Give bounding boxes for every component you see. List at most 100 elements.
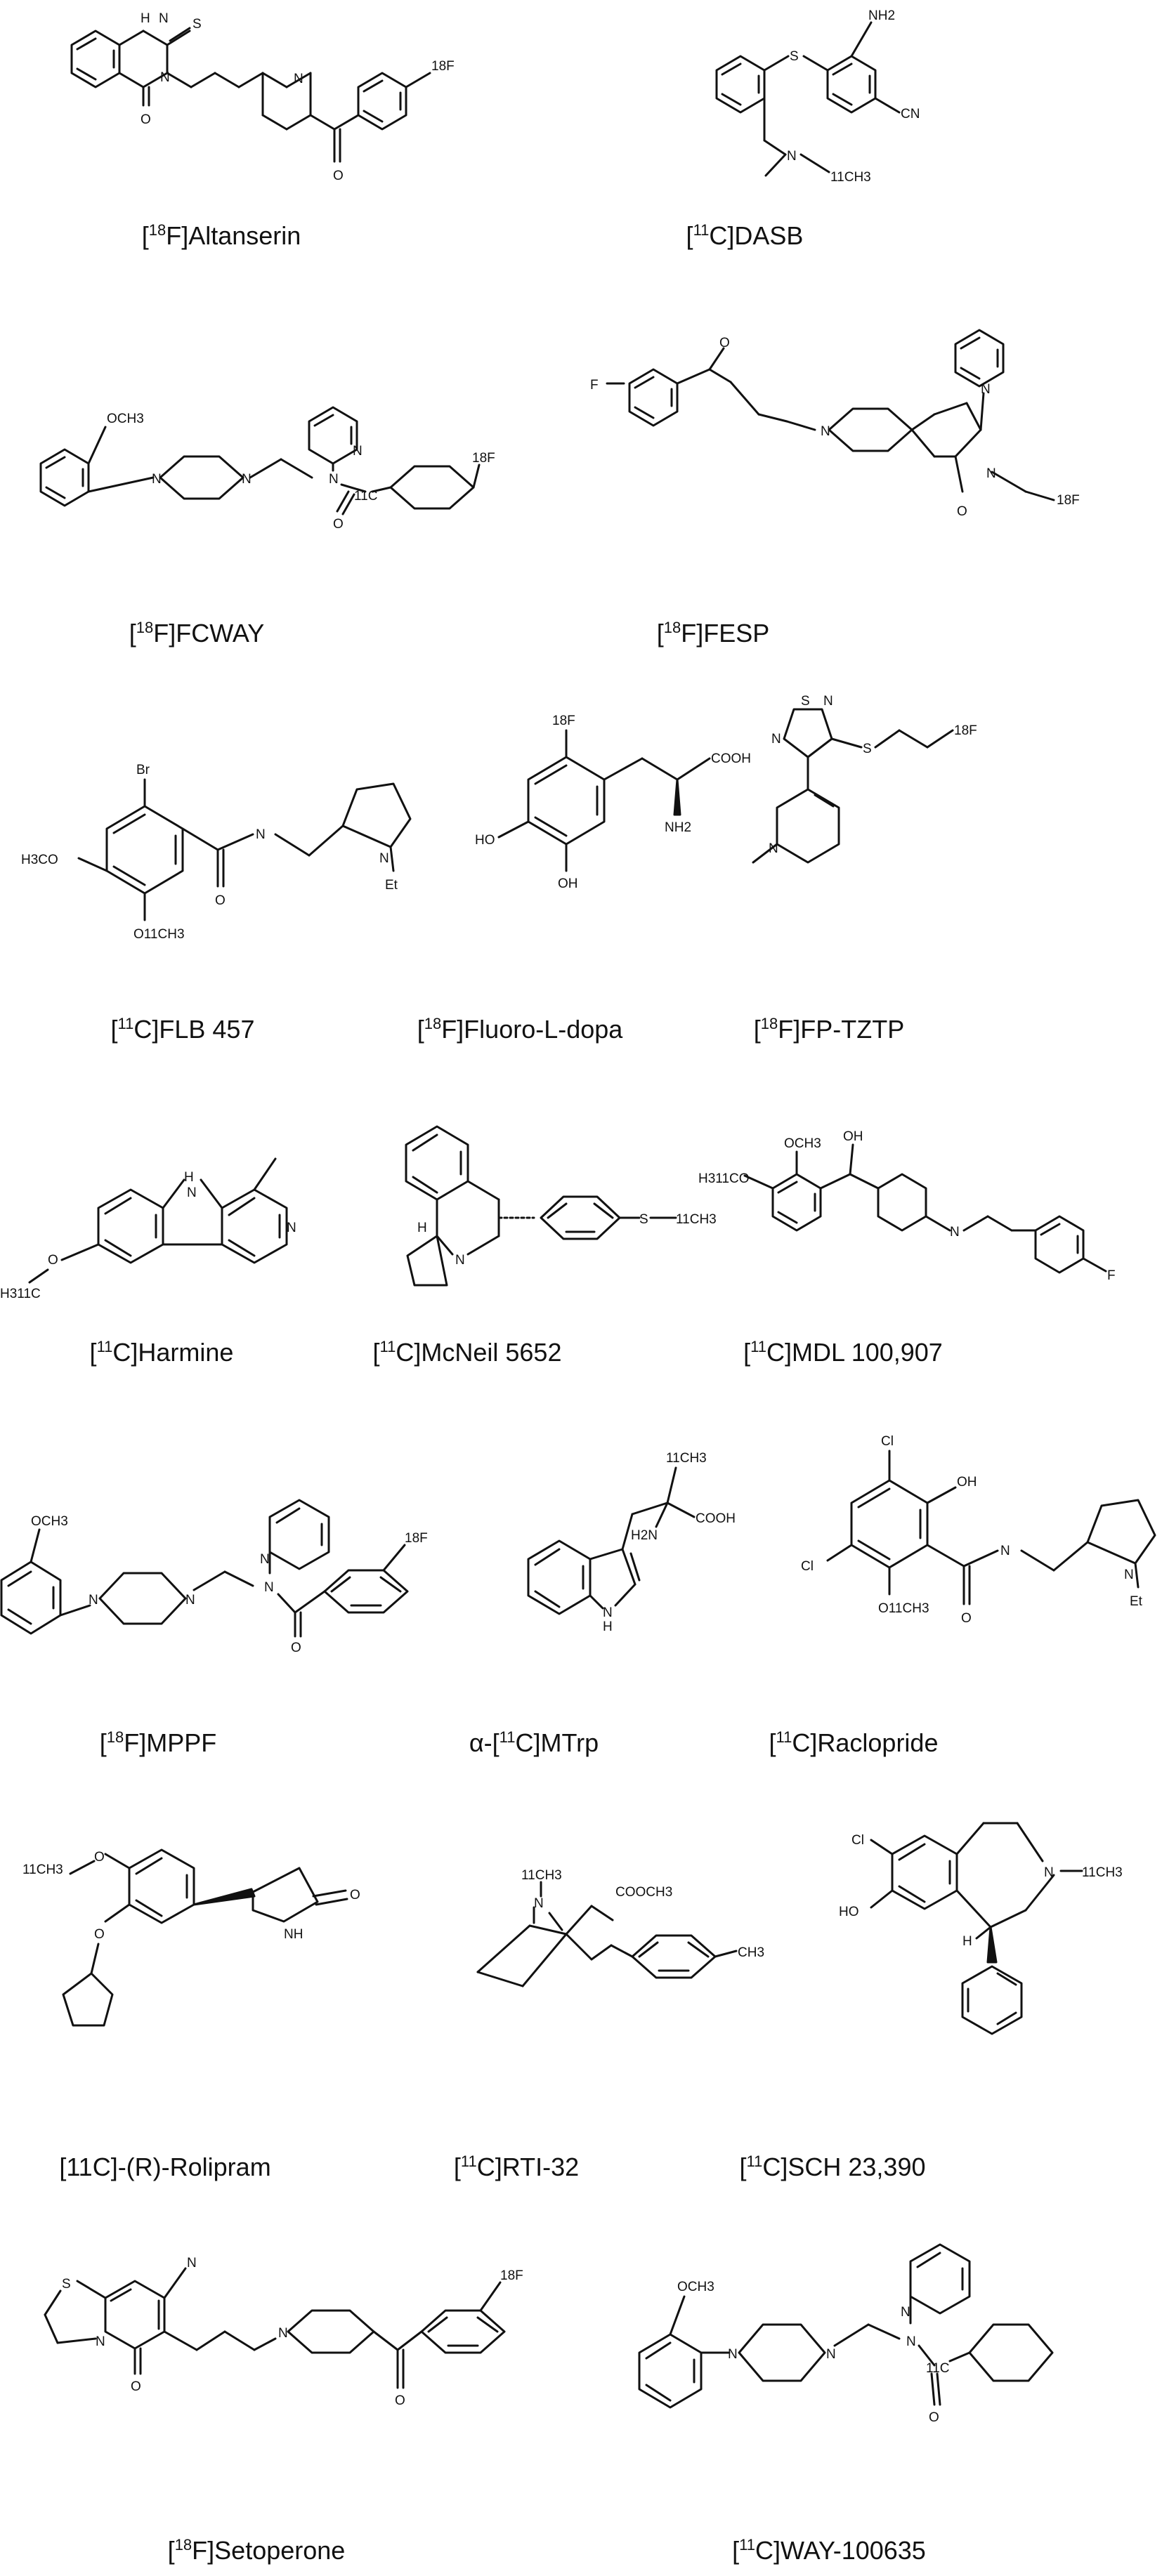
atom-label: N (160, 70, 170, 85)
structure-dasb: S NH2 CN N 11CH3 (715, 8, 920, 185)
atom-label: Et (1130, 1594, 1143, 1609)
atom-label: N (185, 1593, 195, 1608)
structure-fesp: F O N N N O 18F (590, 329, 1080, 519)
atom-label: Cl (801, 1559, 814, 1574)
atom-label: 11CH3 (521, 1868, 562, 1883)
atom-label: N (823, 694, 833, 709)
isotope-number: 11 (117, 1015, 134, 1032)
atom-label: N (769, 841, 778, 856)
atom-label: H (603, 1619, 613, 1634)
atom-label: OCH3 (677, 2280, 714, 2294)
atom-label: H (962, 1934, 972, 1949)
atom-label: O (215, 893, 226, 908)
atom-label: 11CH3 (830, 170, 871, 185)
atom-label: N (287, 1221, 296, 1235)
atom-label: F (590, 378, 599, 393)
caption-way: [11C]WAY-100635 (732, 2536, 926, 2565)
structure-sch: Cl HO N 11CH3 H (839, 1822, 1123, 2035)
atom-label: O11CH3 (133, 927, 185, 942)
caption-flb457: [11C]FLB 457 (110, 1015, 255, 1044)
structure-mcneil: H N S 11CH3 (405, 1125, 717, 1287)
atom-label: N (906, 2334, 916, 2349)
structure-flb457: Br H3CO O11CH3 O N N Et (21, 763, 412, 942)
caption-setoperone: [18F]Setoperone (167, 2536, 346, 2565)
structure-harmine: H N N O H311C (0, 1157, 296, 1301)
atom-label: N (260, 1552, 270, 1567)
structure-fptztp: S N N S 18F N (752, 694, 977, 864)
atom-label: Br (136, 763, 150, 777)
structure-mdl: H311CO OCH3 OH N F (698, 1129, 1116, 1283)
atom-label: N (1044, 1865, 1054, 1880)
atom-label: S (790, 49, 799, 64)
atom-label: N (771, 732, 781, 747)
atom-label: N (353, 444, 363, 459)
atom-label: N (329, 472, 339, 487)
atom-label: N (901, 2305, 910, 2320)
atom-label: HO (475, 833, 495, 848)
atom-label: NH2 (868, 8, 895, 23)
isotope-number: 11 (96, 1338, 113, 1355)
atom-label: N (1000, 1544, 1010, 1558)
atom-label: N (278, 2326, 288, 2341)
atom-label: N (89, 1593, 98, 1608)
caption-mppf: [18F]MPPF (99, 1728, 217, 1757)
caption-fluorodopa: [18F]Fluoro-L-dopa (417, 1015, 623, 1044)
atom-label: O (957, 504, 967, 519)
atom-label: N (986, 466, 996, 481)
isotope-number: 11 (499, 1728, 516, 1746)
atom-label: H (141, 11, 150, 26)
atom-label: H (417, 1221, 427, 1235)
atom-label: N (603, 1605, 613, 1620)
atom-label: Cl (881, 1434, 894, 1449)
atom-label: 18F (472, 451, 495, 466)
atom-label: O (929, 2410, 939, 2425)
atom-label: CN (901, 107, 920, 121)
caption-sch: [11C]SCH 23,390 (739, 2153, 926, 2181)
atom-label: O (719, 336, 730, 350)
atom-label: N (826, 2347, 836, 2362)
isotope-number: 18 (424, 1015, 442, 1032)
isotope-number: 11 (379, 1338, 396, 1355)
atom-label: N (96, 2334, 105, 2349)
atom-label: O (94, 1850, 105, 1865)
caption-fesp: [18F]FESP (656, 619, 770, 648)
atom-label: O (141, 112, 151, 127)
atom-label: O (291, 1641, 301, 1655)
caption-fcway: [18F]FCWAY (129, 619, 265, 648)
atom-label: N (187, 1185, 197, 1200)
atom-label: COOH (711, 751, 751, 766)
atom-label: O (333, 169, 344, 183)
atom-label: 18F (1057, 493, 1080, 508)
atom-label: N (534, 1896, 544, 1911)
atom-label: 18F (405, 1531, 428, 1546)
atom-label: 18F (954, 723, 977, 738)
atom-label: S (62, 2277, 71, 2292)
atom-label: 11C (926, 2361, 949, 2376)
caption-altanserin: [18F]Altanserin (141, 221, 301, 250)
atom-label: F (1107, 1268, 1116, 1283)
structure-mppf: OCH3 N N N N O 18F (0, 1499, 428, 1655)
isotope-number: 11 (739, 2536, 756, 2554)
atom-label: O (94, 1927, 105, 1942)
atom-label: 11CH3 (22, 1862, 63, 1877)
atom-label: OH (957, 1475, 977, 1490)
caption-raclopride: [11C]Raclopride (769, 1728, 939, 1757)
atom-label: HO (839, 1905, 859, 1919)
caption-fptztp: [18F]FP-TZTP (753, 1015, 905, 1044)
atom-label: NH2 (665, 820, 691, 835)
caption-mcneil: [11C]McNeil 5652 (372, 1338, 562, 1367)
atom-label: N (821, 424, 830, 439)
caption-rolipram: [11C]-(R)-Rolipram (59, 2153, 271, 2181)
isotope-number: 18 (106, 1728, 124, 1746)
isotope-number: 18 (174, 2536, 192, 2554)
structure-fcway: OCH3 N N N N 11C O 18F (39, 406, 495, 532)
atom-label: OH (558, 876, 578, 891)
atom-label: O (961, 1611, 972, 1626)
atom-label: N (950, 1225, 960, 1240)
isotope-number: 11 (746, 2153, 763, 2170)
atom-label: N (152, 472, 162, 487)
atom-label: H311C (0, 1287, 41, 1301)
atom-label: N (256, 827, 266, 842)
atom-label: N (787, 149, 797, 164)
